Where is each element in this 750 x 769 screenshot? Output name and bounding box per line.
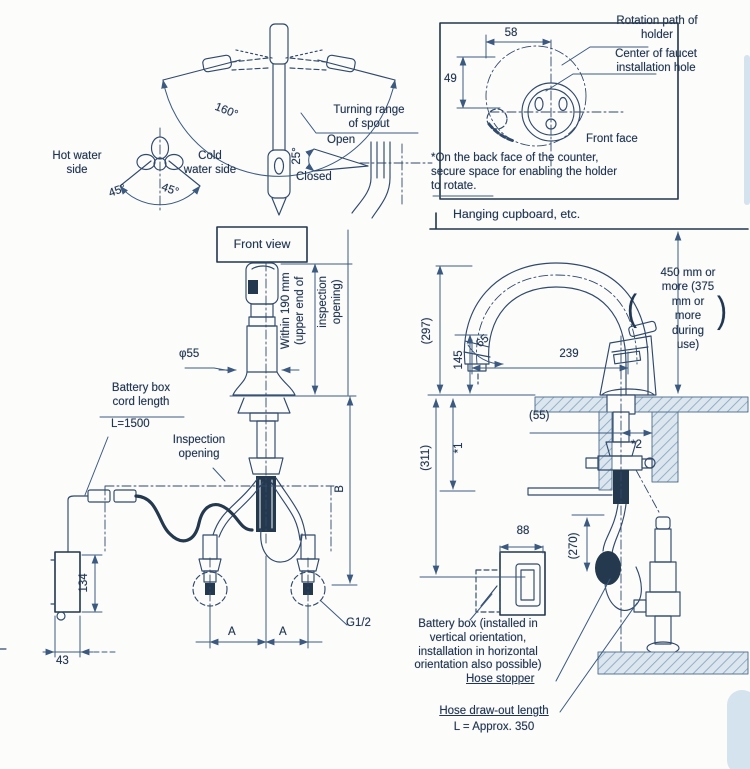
battery-box-note: Battery box (installed in vertical orien… bbox=[414, 618, 542, 672]
battery-width-dim: 43 bbox=[56, 655, 69, 667]
paren-close-glyph: ) bbox=[717, 289, 727, 331]
cord-length-value: L=1500 bbox=[111, 418, 150, 430]
holder-detail-drawing bbox=[432, 22, 679, 200]
cupboard-line bbox=[429, 212, 749, 230]
holder-note: *On the back face of the counter, secure… bbox=[431, 152, 618, 192]
pitch-right-dim: A bbox=[279, 626, 287, 638]
top-view-drawing bbox=[119, 23, 433, 219]
lever-angle-label: 25° bbox=[291, 147, 304, 165]
scan-artifacts bbox=[727, 55, 750, 769]
footnote2-label: *2 bbox=[631, 439, 642, 451]
holder-height-dim: 49 bbox=[444, 73, 457, 85]
hose-length-label: Hose draw-out length bbox=[439, 705, 549, 717]
hot-water-side-label: Hot water side bbox=[52, 150, 102, 176]
pitch-left-dim: A bbox=[228, 626, 236, 638]
spout-height-dim: (297) bbox=[421, 317, 434, 345]
side-view-drawing bbox=[419, 231, 749, 713]
holder-width-dim: 58 bbox=[504, 27, 518, 39]
hose-stopper-label: Hose stopper bbox=[466, 673, 535, 685]
height-note-b: inspection opening) bbox=[317, 275, 343, 328]
hose-length-value: L = Approx. 350 bbox=[453, 721, 535, 733]
cupboard-label: Hanging cupboard, etc. bbox=[453, 207, 581, 221]
reach-dim: 239 bbox=[559, 348, 579, 360]
footnote1-label: *1 bbox=[453, 442, 466, 454]
height-note-a: Within 190 mm (upper end of bbox=[280, 272, 306, 350]
thread-size-label: G1/2 bbox=[346, 617, 371, 629]
paren-open-glyph: ( bbox=[627, 287, 637, 329]
front-view-title: Front view bbox=[233, 237, 291, 252]
faucet-center-label: Center of faucet installation hole bbox=[615, 48, 697, 74]
front-face-label: Front face bbox=[586, 133, 638, 145]
turning-range-label: Turning range of spout bbox=[333, 104, 405, 130]
rotation-path-label: Rotation path of holder bbox=[616, 15, 698, 41]
under-counter-dim: (311) bbox=[420, 444, 433, 471]
spout-diameter-dim: φ55 bbox=[179, 348, 200, 360]
outlet-height-dim: 145 bbox=[453, 350, 466, 370]
clearance-note: 450 mm or more (375 mm or more during us… bbox=[660, 267, 716, 351]
cold-water-side-label: Cold water side bbox=[183, 150, 237, 176]
battery-cord-label: Battery box cord length bbox=[111, 382, 171, 408]
front-view-drawing bbox=[0, 226, 358, 658]
inspection-opening-label: Inspection opening bbox=[172, 434, 226, 460]
depth-dim: B bbox=[334, 485, 347, 493]
open-label: Open bbox=[327, 134, 356, 146]
hose-drop-dim: (270) bbox=[568, 532, 581, 560]
wall-clearance-dim: (55) bbox=[529, 410, 550, 422]
closed-label: Closed bbox=[296, 171, 332, 183]
battery-height-dim: 134 bbox=[78, 573, 91, 593]
battery-box-dim: 88 bbox=[516, 525, 530, 537]
